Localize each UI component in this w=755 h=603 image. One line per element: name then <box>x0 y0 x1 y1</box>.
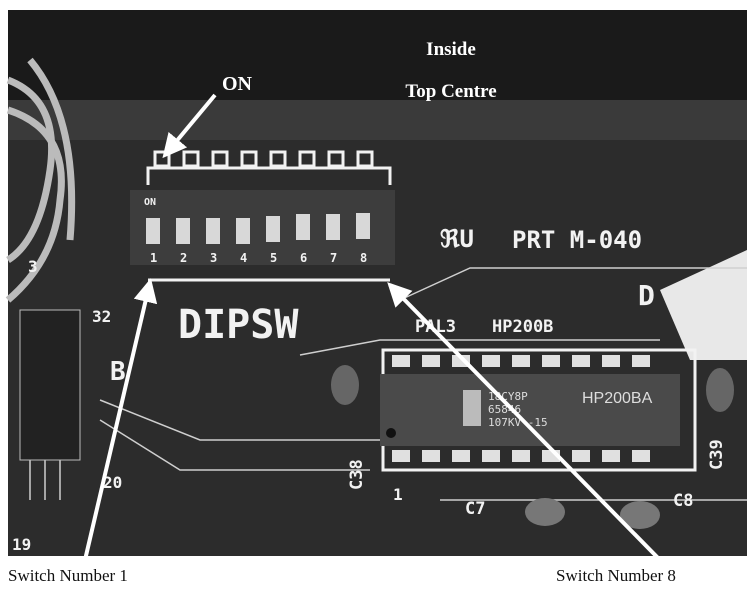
light-glare <box>660 250 747 360</box>
ul-mark: ℜU <box>440 225 474 253</box>
dip-on-label: ON <box>144 197 156 208</box>
c7-label: C7 <box>465 499 485 519</box>
chip-pin1-dot <box>386 428 396 438</box>
pin19-label: 19 <box>12 535 31 554</box>
dip-switch[interactable] <box>130 190 395 265</box>
pin20-label: 20 <box>103 473 122 492</box>
dip-footprint-outline <box>146 166 392 282</box>
switch-number: 8 <box>360 251 367 265</box>
left-chip <box>19 309 81 461</box>
d-label: D <box>638 279 655 312</box>
chip-pins <box>392 355 650 462</box>
pal-chip <box>380 374 680 446</box>
b-label: B <box>110 357 126 387</box>
on-annotation: ON <box>222 73 253 95</box>
pin32-label: 32 <box>92 307 111 326</box>
capacitor-c7 <box>525 498 565 526</box>
switch-number: 3 <box>210 251 217 265</box>
on-arrow <box>162 93 217 159</box>
switch-number: 5 <box>270 251 277 265</box>
switch-number: 4 <box>240 251 247 265</box>
switch-numbers: 1 2 3 4 5 6 7 8 <box>150 251 367 265</box>
switch-1-caption: Switch Number 1 <box>8 566 128 585</box>
switch-levers[interactable] <box>146 213 370 244</box>
switch-number: 2 <box>180 251 187 265</box>
switch-number: 1 <box>150 251 157 265</box>
switch-number: 6 <box>300 251 307 265</box>
c8-label: C8 <box>673 491 693 511</box>
capacitor-c8 <box>620 501 660 529</box>
chip-brand: HP200BA <box>582 390 653 407</box>
switch-number: 7 <box>330 251 337 265</box>
switch-8-caption: Switch Number 8 <box>556 566 676 585</box>
dip-solder-pads <box>153 150 374 168</box>
top-shadow <box>8 10 747 110</box>
pin1-label: 1 <box>393 485 403 504</box>
dipsw-label: DIPSW <box>178 302 299 348</box>
hp-label: HP200B <box>492 317 553 337</box>
board-edge <box>8 100 747 140</box>
capacitor-c39 <box>706 368 734 412</box>
switch-1-arrow <box>83 278 158 561</box>
chip-line3: 107KV -15 <box>488 416 548 429</box>
capacitor-c38 <box>331 365 359 405</box>
chip-logo <box>463 390 481 426</box>
n3-label: 3 <box>28 257 38 276</box>
top-centre-label: Top Centre <box>405 81 496 102</box>
prt-label: PRT M-040 <box>512 226 642 254</box>
wire-bundle <box>5 57 76 303</box>
c38-label: C38 <box>347 459 367 490</box>
switch-8-arrow <box>387 282 662 562</box>
c39-label: C39 <box>707 439 727 470</box>
inside-label: Inside <box>426 39 476 60</box>
